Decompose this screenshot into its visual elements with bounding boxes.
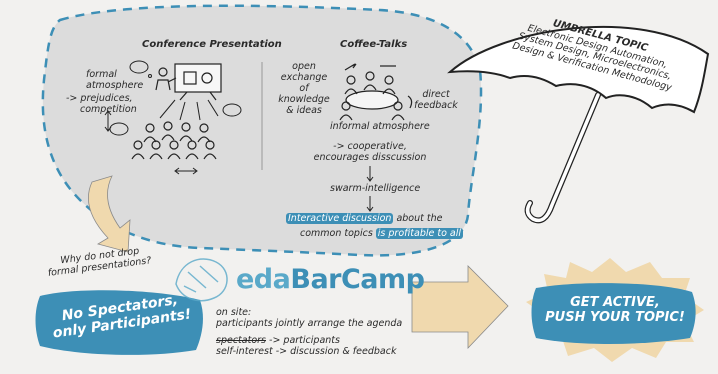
exchange-label: open exchange of knowledge & ideas [278,61,330,116]
coffee-table-icon [339,63,413,121]
umbrella-icon [447,25,710,224]
no-spectators-badge [35,290,203,355]
speaker-icon [155,67,177,91]
informal-atmosphere-label: informal atmosphere [330,121,430,132]
onsite-text: on site: participants jointly arrange th… [216,307,403,357]
curved-down-arrow [88,175,131,253]
presentation-board-icon [174,63,222,101]
board-rays [159,99,219,121]
brand-logo: edaBarCamp [236,264,425,295]
flow-arrows [366,166,374,212]
cooperative-label: -> cooperative, encourages disscussion [313,141,427,163]
vertical-double-arrow-icon [104,110,112,132]
interactive-discussion-line: Interactive discussion about the [286,213,443,224]
prejudices-label: -> prejudices, competition [66,93,137,115]
direct-feedback-label: direct feedback [414,89,458,111]
struck-spectators: spectators [216,334,266,346]
question-bubble-icon [222,103,242,117]
horizontal-double-arrow-icon [174,167,198,175]
barcamp-logo-icon [175,258,228,302]
coffee-title: Coffee-Talks [340,39,408,50]
get-active-badge [531,283,696,344]
swarm-intelligence-label: swarm-intelligence [330,183,421,194]
audience-icon [131,121,217,160]
brand-eda: eda [236,264,291,295]
conference-title: Conference Presentation [142,39,282,50]
big-right-arrow [411,265,509,349]
profitable-highlight: is profitable to all [375,228,464,239]
interactive-highlight: Interactive discussion [286,213,394,224]
formal-atmosphere-label: formal atmosphere [86,69,144,91]
get-active-text: GET ACTIVE, PUSH YOUR TOPIC! [545,295,685,325]
profitable-line: common topics is profitable to all [300,228,464,239]
angry-bubble-icon [129,60,152,78]
brand-barcamp: BarCamp [290,264,425,295]
